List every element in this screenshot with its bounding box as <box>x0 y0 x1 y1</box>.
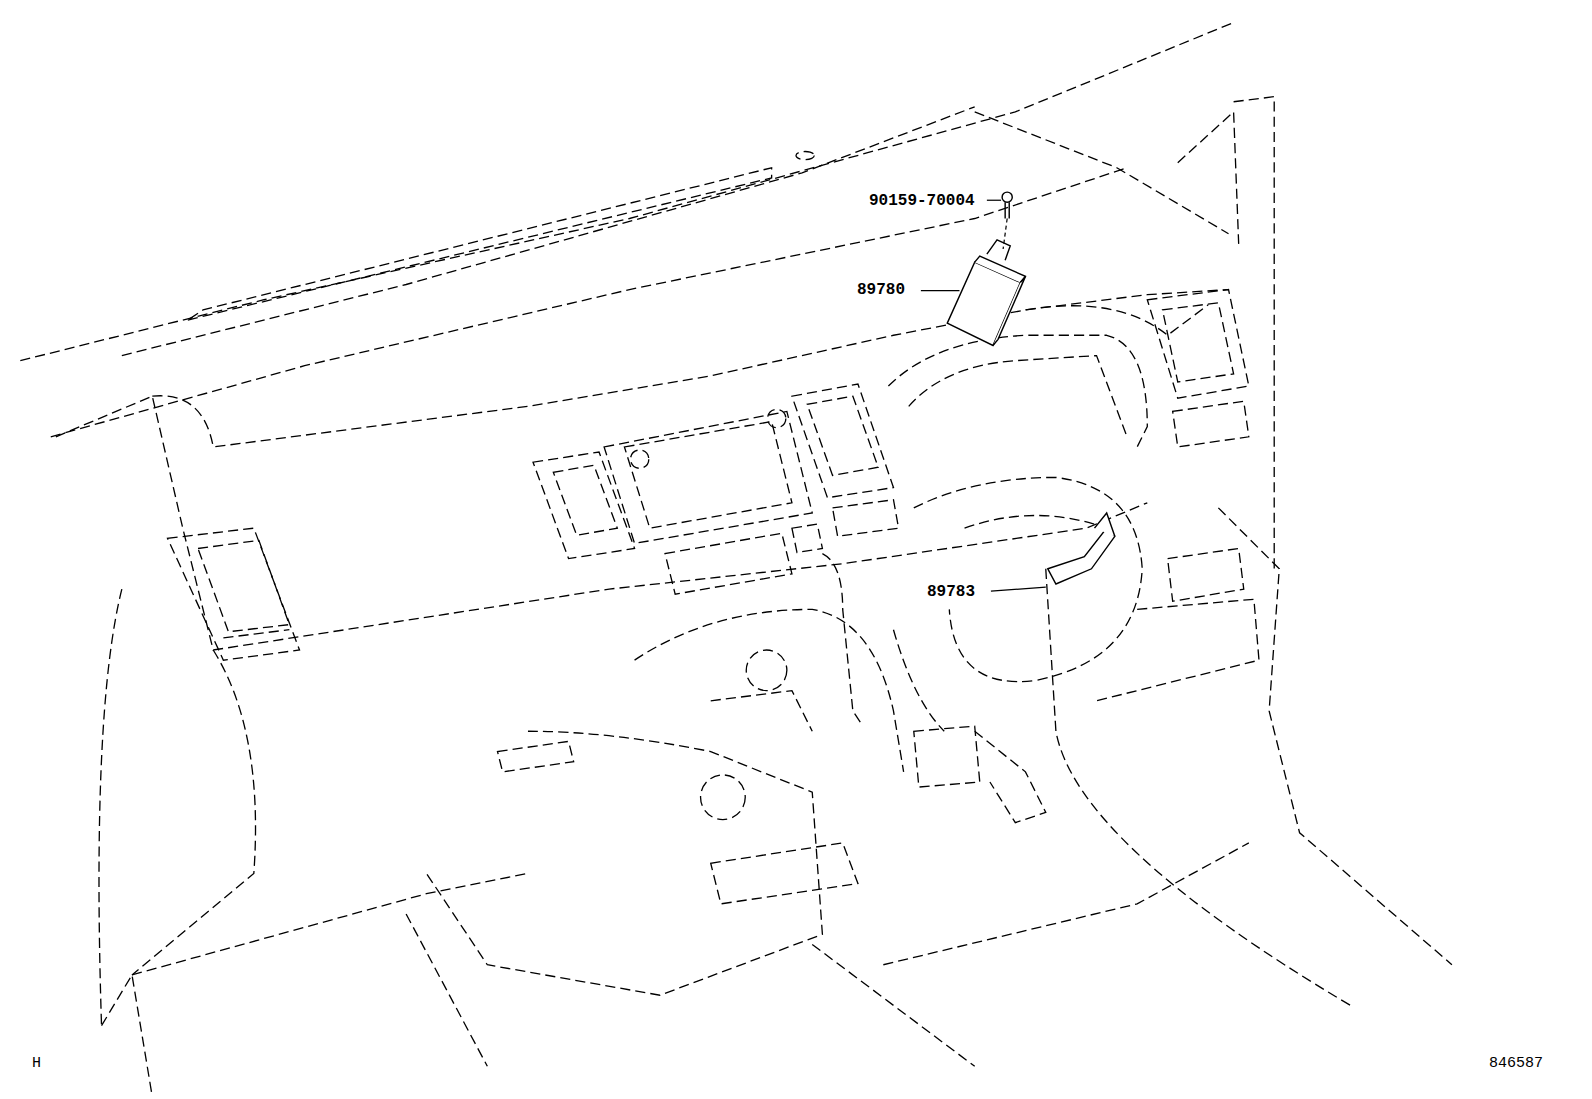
page-mark: H <box>31 1056 42 1071</box>
figure-number: 846587 <box>1488 1056 1544 1071</box>
callout-number: 89783 <box>926 584 976 600</box>
callout-number: 89780 <box>856 282 906 298</box>
part-number: 90159-70004 <box>868 193 976 209</box>
